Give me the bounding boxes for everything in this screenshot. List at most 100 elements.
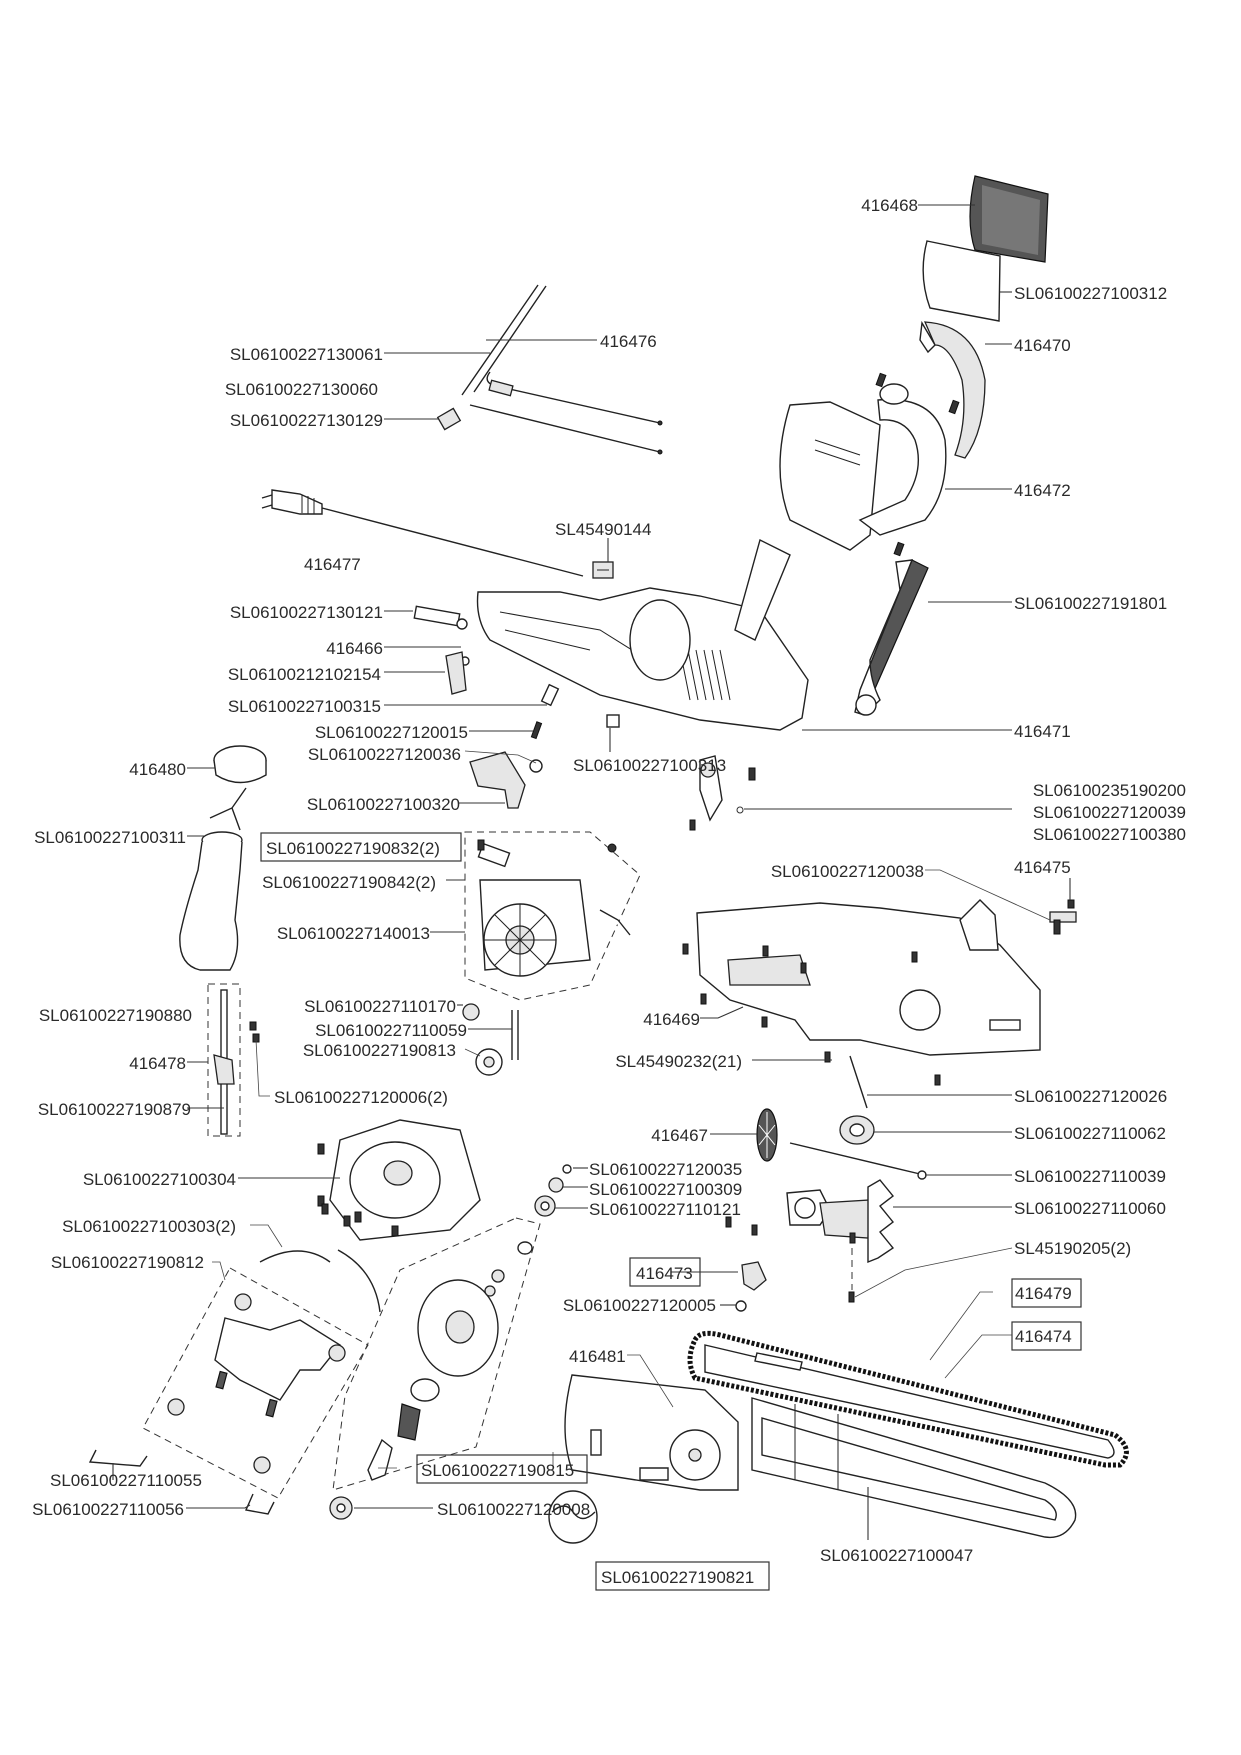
label-sl06100227190832-2: SL06100227190832(2) bbox=[266, 839, 440, 858]
label-sl06100227120008: SL06100227120008 bbox=[437, 1500, 590, 1519]
label-sl06100227190821: SL06100227190821 bbox=[601, 1568, 754, 1587]
label-sl06100227100315: SL06100227100315 bbox=[228, 697, 381, 716]
label-sl06100227100304: SL06100227100304 bbox=[83, 1170, 236, 1189]
label-416480: 416480 bbox=[129, 760, 186, 779]
label-sl06100227110059: SL06100227110059 bbox=[315, 1021, 467, 1040]
label-sl06100227100303-2: SL06100227100303(2) bbox=[62, 1217, 236, 1236]
label-sl06100227110060: SL06100227110060 bbox=[1014, 1199, 1166, 1218]
guide-bar-part bbox=[704, 1344, 1115, 1459]
label-sl06100227120006-2: SL06100227120006(2) bbox=[274, 1088, 448, 1107]
small-nut-parts bbox=[534, 1164, 572, 1217]
label-sl06100227120026: SL06100227120026 bbox=[1014, 1087, 1167, 1106]
clutch-assembly-boundary bbox=[332, 1217, 541, 1491]
wiring-harness-part bbox=[436, 284, 663, 455]
brake-mechanism-part bbox=[167, 1293, 346, 1474]
label-416469: 416469 bbox=[643, 1010, 700, 1029]
motor-part bbox=[477, 839, 631, 977]
label-416471: 416471 bbox=[1014, 722, 1071, 741]
label-416478: 416478 bbox=[129, 1054, 186, 1073]
label-sl45490144: SL45490144 bbox=[555, 520, 651, 539]
label-sl06100235190200: SL06100235190200 bbox=[1033, 781, 1186, 800]
label-sl06100227110056: SL06100227110056 bbox=[32, 1500, 184, 1519]
terminal-block-part bbox=[592, 561, 614, 579]
oil-pump-shaft-part bbox=[213, 989, 260, 1135]
bearing-part bbox=[839, 1115, 875, 1145]
side-cover-part bbox=[696, 899, 1041, 1056]
label-416466: 416466 bbox=[326, 639, 383, 658]
gearbox-housing-part bbox=[317, 1119, 481, 1241]
label-sl45190205-2: SL45190205(2) bbox=[1014, 1239, 1131, 1258]
adjuster-bolt-part bbox=[789, 1142, 927, 1180]
label-sl06100227120035: SL06100227120035 bbox=[589, 1160, 742, 1179]
main-housing-left-part bbox=[476, 538, 809, 731]
clutch-nut-part bbox=[735, 1261, 767, 1312]
label-sl06100227191801: SL06100227191801 bbox=[1014, 594, 1167, 613]
label-416479: 416479 bbox=[1015, 1284, 1072, 1303]
label-sl45490232-21: SL45490232(21) bbox=[615, 1052, 742, 1071]
label-sl06100227190879: SL06100227190879 bbox=[38, 1100, 191, 1119]
label-416472: 416472 bbox=[1014, 481, 1071, 500]
label-sl06100227190812: SL06100227190812 bbox=[51, 1253, 204, 1272]
label-sl06100227110062: SL06100227110062 bbox=[1014, 1124, 1166, 1143]
bearing-small-part bbox=[329, 1496, 353, 1520]
air-filter-cover-part bbox=[969, 175, 1049, 263]
label-sl06100227120036: SL06100227120036 bbox=[308, 745, 461, 764]
label-416475: 416475 bbox=[1014, 858, 1071, 877]
label-416470: 416470 bbox=[1014, 336, 1071, 355]
label-sl06100227110055: SL06100227110055 bbox=[50, 1471, 202, 1490]
front-handle-grip-part bbox=[854, 559, 929, 716]
handle-cover-part bbox=[919, 320, 986, 459]
bar-scabbard-part bbox=[751, 1397, 1077, 1539]
label-sl06100227100047: SL06100227100047 bbox=[820, 1546, 973, 1565]
label-416477: 416477 bbox=[304, 555, 361, 574]
label-sl06100227190842-2: SL06100227190842(2) bbox=[262, 873, 436, 892]
bar-knob-part bbox=[548, 1490, 598, 1544]
clutch-drum-part bbox=[367, 1241, 533, 1481]
label-sl06100227120015: SL06100227120015 bbox=[315, 723, 468, 742]
motor-assembly-boundary bbox=[464, 831, 641, 1001]
wire-clip-part bbox=[88, 1449, 275, 1515]
label-416473: 416473 bbox=[636, 1264, 693, 1283]
label-sl06100227190880: SL06100227190880 bbox=[39, 1006, 192, 1025]
label-sl06100227130061: SL06100227130061 bbox=[230, 345, 383, 364]
sprocket-part bbox=[756, 1108, 778, 1162]
label-sl06100227120038: SL06100227120038 bbox=[771, 862, 924, 881]
label-sl06100227120039: SL06100227120039 bbox=[1033, 803, 1186, 822]
label-416476: 416476 bbox=[600, 332, 657, 351]
label-sl06100227100380: SL06100227100380 bbox=[1033, 825, 1186, 844]
label-sl06100227100312: SL06100227100312 bbox=[1014, 284, 1167, 303]
cover-screws bbox=[682, 899, 1077, 1109]
trigger-part bbox=[469, 751, 526, 809]
label-sl06100227110039: SL06100227110039 bbox=[1014, 1167, 1166, 1186]
bar-plate-part bbox=[725, 1179, 895, 1303]
label-sl06100227190813: SL06100227190813 bbox=[303, 1041, 456, 1060]
label-416468: 416468 bbox=[861, 196, 918, 215]
chain-tension-lever-part bbox=[689, 755, 756, 831]
label-sl06100227120005: SL06100227120005 bbox=[563, 1296, 716, 1315]
label-sl06100227100313: SL06100227100313 bbox=[573, 756, 726, 775]
screw-part bbox=[875, 372, 960, 557]
label-sl06100212102154: SL06100212102154 bbox=[228, 665, 381, 684]
oil-pump-boundary bbox=[207, 983, 241, 1137]
boxed-label-frames bbox=[260, 832, 1082, 1591]
leader-lines bbox=[112, 204, 1071, 1540]
label-416481: 416481 bbox=[569, 1347, 626, 1366]
saw-chain-part bbox=[687, 1330, 1129, 1468]
oil-tank-part bbox=[179, 831, 243, 971]
filter-pad-part bbox=[922, 240, 1001, 322]
label-416474: 416474 bbox=[1015, 1327, 1072, 1346]
gear-parts bbox=[462, 1003, 519, 1076]
label-sl06100227140013: SL06100227140013 bbox=[277, 924, 430, 943]
label-sl06100227130129: SL06100227130129 bbox=[230, 411, 383, 430]
label-sl06100227110121: SL06100227110121 bbox=[589, 1200, 741, 1219]
oil-cap-part bbox=[209, 745, 267, 831]
label-sl06100227100309: SL06100227100309 bbox=[589, 1180, 742, 1199]
label-sl06100227100320: SL06100227100320 bbox=[307, 795, 460, 814]
label-sl06100227110170: SL06100227110170 bbox=[304, 997, 456, 1016]
label-sl06100227130060: SL06100227130060 bbox=[225, 380, 378, 399]
part-labels: 416468 SL06100227100312 416470 416472 41… bbox=[32, 196, 1186, 1587]
label-sl06100227100311: SL06100227100311 bbox=[34, 828, 186, 847]
rear-handle-housing-part bbox=[779, 383, 947, 551]
label-sl06100227190815: SL06100227190815 bbox=[421, 1461, 574, 1480]
